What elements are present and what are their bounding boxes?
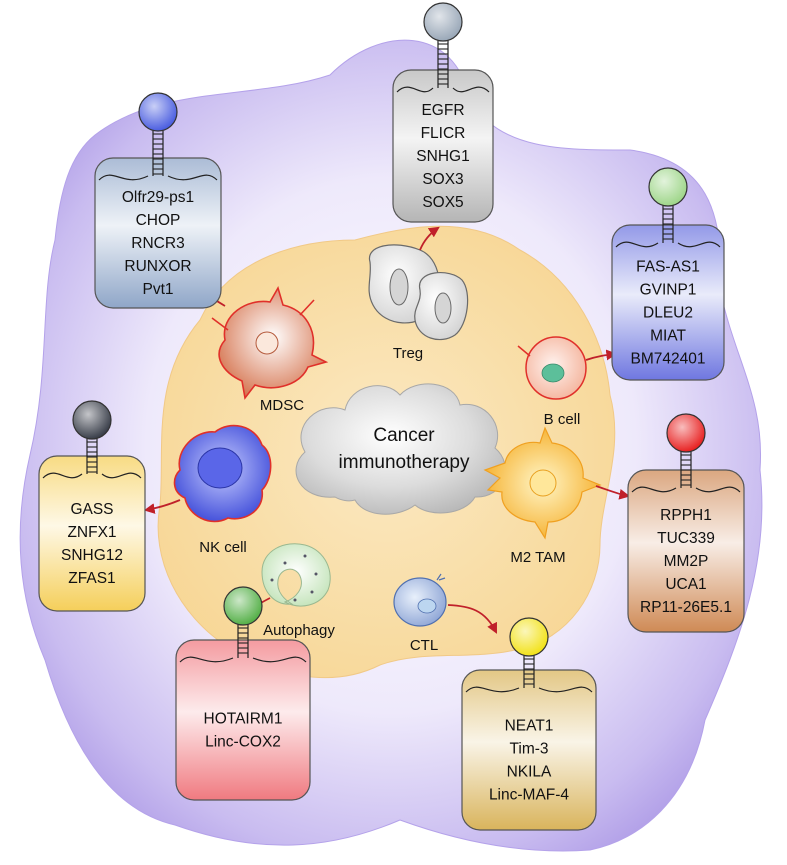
cell-label-treg: Treg bbox=[393, 345, 423, 362]
rna-loop-ball-icon bbox=[223, 586, 263, 626]
lncrna-box-bg-treg bbox=[392, 69, 494, 223]
gene-label: DLEU2 bbox=[643, 305, 693, 322]
autophagy-cell: Autophagy bbox=[261, 543, 335, 639]
gene-label: Tim-3 bbox=[509, 741, 548, 758]
gene-label: Linc-COX2 bbox=[205, 734, 281, 751]
gene-label: TUC339 bbox=[657, 530, 715, 547]
gene-label: CHOP bbox=[136, 212, 181, 229]
gene-label: NEAT1 bbox=[505, 718, 554, 735]
gene-label: MM2P bbox=[664, 553, 709, 570]
gene-label: Pvt1 bbox=[142, 281, 173, 298]
gene-label: EGFR bbox=[421, 102, 464, 119]
rna-strand-icon bbox=[98, 174, 218, 181]
arrow-nk-cell bbox=[143, 499, 181, 514]
mdsc-cell: MDSC bbox=[211, 285, 329, 414]
rna-strand-icon bbox=[42, 472, 142, 479]
lncrna-box-bg-nkcell bbox=[38, 455, 146, 612]
gene-label: FLICR bbox=[421, 125, 466, 142]
rna-strand-icon bbox=[465, 686, 593, 693]
gene-label: MIAT bbox=[650, 328, 686, 345]
gene-label: ZFAS1 bbox=[68, 570, 115, 587]
gene-label: SOX3 bbox=[422, 171, 463, 188]
cell-label-b-cell: B cell bbox=[544, 411, 581, 428]
center-title-line1: Cancer bbox=[373, 425, 435, 446]
cell-label-mdsc: MDSC bbox=[260, 397, 304, 414]
arrow-treg bbox=[419, 226, 440, 251]
arrow-m2-tam bbox=[595, 485, 631, 500]
rna-strand-icon bbox=[179, 656, 307, 663]
rna-loop-ball-icon bbox=[648, 167, 688, 207]
gene-label: SOX5 bbox=[422, 194, 463, 211]
gene-label: Olfr29-ps1 bbox=[122, 189, 194, 206]
gene-label: HOTAIRM1 bbox=[204, 711, 283, 728]
cell-label-nk-cell: NK cell bbox=[199, 539, 247, 556]
lncrna-box-bg-mdsc bbox=[94, 157, 222, 309]
b-cell: B cell bbox=[517, 336, 587, 428]
gene-label: RP11-26E5.1 bbox=[640, 599, 732, 616]
arrow-ctl bbox=[447, 604, 497, 634]
ctl-cell: CTL bbox=[393, 573, 447, 654]
lncrna-box-bg-bcell bbox=[611, 224, 725, 381]
cell-label-m2-tam: M2 TAM bbox=[510, 549, 565, 566]
rna-strand-icon bbox=[615, 241, 721, 248]
rna-loop-ball-icon bbox=[666, 413, 706, 453]
gene-label: SNHG1 bbox=[416, 148, 469, 165]
center-title-line2: immunotherapy bbox=[339, 452, 470, 473]
rna-loop-ball-icon bbox=[72, 400, 112, 440]
rna-loop-ball-icon bbox=[423, 2, 463, 42]
gene-label: GASS bbox=[70, 501, 113, 518]
gene-label: Linc-MAF-4 bbox=[489, 787, 569, 804]
cell-label-autophagy: Autophagy bbox=[263, 622, 335, 639]
gene-label: ZNFX1 bbox=[67, 524, 116, 541]
gene-label: RPPH1 bbox=[660, 507, 712, 524]
rna-strand-icon bbox=[631, 486, 741, 493]
gene-label: GVINP1 bbox=[640, 282, 697, 299]
treg-cell: Treg bbox=[368, 244, 469, 362]
gene-label: BM742401 bbox=[631, 351, 706, 368]
gene-label: FAS-AS1 bbox=[636, 259, 700, 276]
lncrna-box-bg-ctl bbox=[461, 669, 597, 831]
gene-label: SNHG12 bbox=[61, 547, 123, 564]
lncrna-box-bg-autophagy bbox=[175, 639, 311, 801]
cell-label-ctl: CTL bbox=[410, 637, 438, 654]
gene-label: RNCR3 bbox=[131, 235, 184, 252]
gene-label: UCA1 bbox=[665, 576, 706, 593]
rna-loop-ball-icon bbox=[509, 617, 549, 657]
rna-loop-ball-icon bbox=[138, 92, 178, 132]
m2-tam-cell: M2 TAM bbox=[483, 426, 602, 566]
cancer-immunotherapy-cloud: Cancer immunotherapy bbox=[295, 383, 506, 515]
gene-label: RUNXOR bbox=[124, 258, 191, 275]
rna-strand-icon bbox=[396, 86, 490, 93]
nk-cell: NK cell bbox=[173, 424, 272, 556]
gene-label: NKILA bbox=[507, 764, 552, 781]
